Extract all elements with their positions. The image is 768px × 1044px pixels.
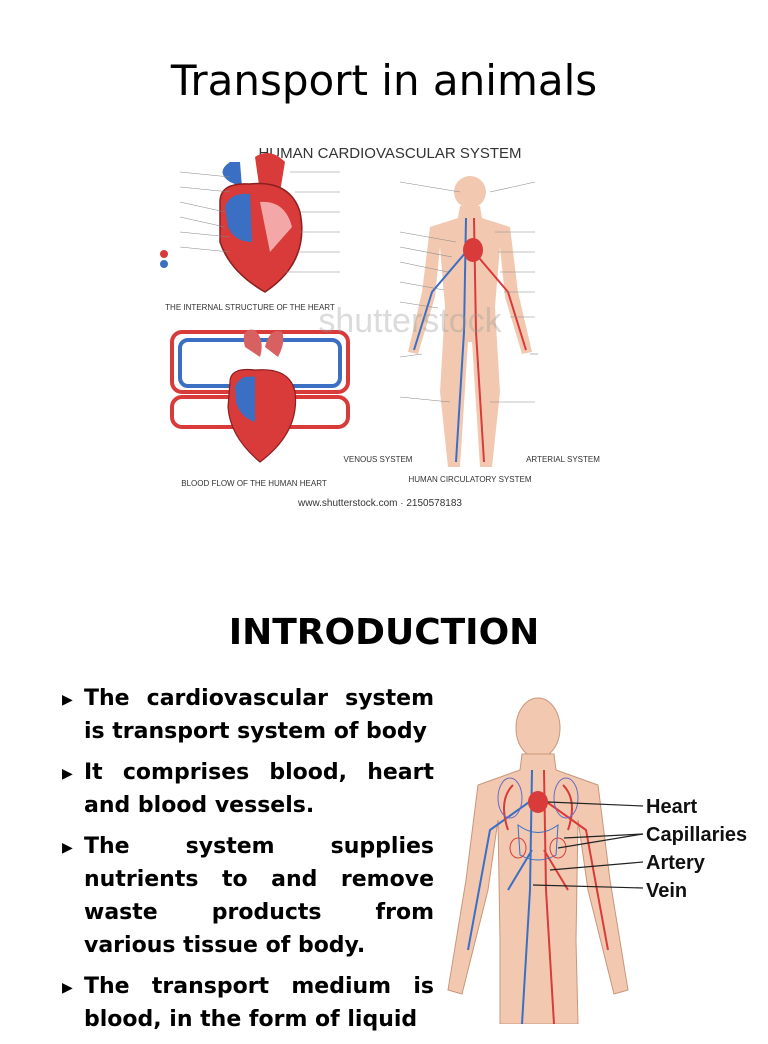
heart-structure-caption: THE INTERNAL STRUCTURE OF THE HEART xyxy=(165,303,335,312)
watermark: shutterstock xyxy=(318,302,502,340)
venous-system-caption: VENOUS SYSTEM xyxy=(344,455,413,464)
cardiovascular-diagram: HUMAN CARDIOVASCULAR SYSTEM THE INTERNAL… xyxy=(160,132,608,522)
page-title: Transport in animals xyxy=(0,56,768,105)
artery-label: Artery xyxy=(646,852,706,874)
diagram-heading: HUMAN CARDIOVASCULAR SYSTEM xyxy=(258,145,521,162)
capillaries-label: Capillaries xyxy=(646,824,747,846)
list-item-text: The system supplies nutrients to and rem… xyxy=(84,834,434,958)
list-item: ▶ It comprises blood, heart and blood ves… xyxy=(62,756,434,822)
image-credit: www.shutterstock.com · 2150578183 xyxy=(297,498,462,509)
triangle-bullet-icon: ▶ xyxy=(62,684,73,717)
arterial-system-caption: ARTERIAL SYSTEM xyxy=(526,455,600,464)
blood-flow-caption: BLOOD FLOW OF THE HUMAN HEART xyxy=(181,479,327,488)
internal-heart-illustration xyxy=(160,153,302,292)
circulatory-system-caption: HUMAN CIRCULATORY SYSTEM xyxy=(409,475,532,484)
list-item: ▶ The cardiovascular system is transport … xyxy=(62,682,434,748)
vein-label: Vein xyxy=(646,880,687,902)
triangle-bullet-icon: ▶ xyxy=(62,758,73,791)
list-item-text: It comprises blood, heart and blood vess… xyxy=(84,760,434,818)
heart-label: Heart xyxy=(646,796,697,818)
circulatory-body-figure: Heart Capillaries Artery Vein xyxy=(438,690,768,1024)
triangle-bullet-icon: ▶ xyxy=(62,972,73,1005)
list-item-text: The cardiovascular system is transport s… xyxy=(84,686,434,744)
list-item: ▶ The system supplies nutrients to and re… xyxy=(62,830,434,962)
bullet-list: ▶ The cardiovascular system is transport … xyxy=(62,682,434,1044)
triangle-bullet-icon: ▶ xyxy=(62,832,73,865)
body-illustration xyxy=(448,698,628,1024)
list-item-text: The transport medium is blood, in the fo… xyxy=(84,974,434,1032)
section-heading: INTRODUCTION xyxy=(0,612,768,653)
list-item: ▶ The transport medium is blood, in the f… xyxy=(62,970,434,1036)
